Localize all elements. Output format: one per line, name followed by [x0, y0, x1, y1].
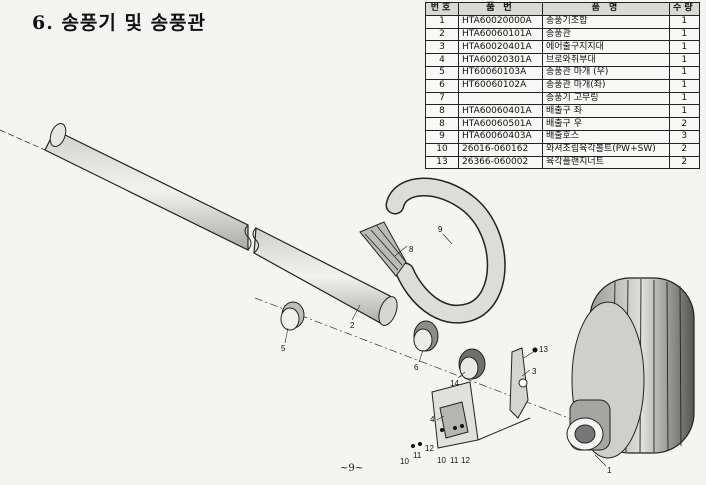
pipe-cap-right	[280, 301, 305, 331]
leader-lines	[284, 233, 607, 467]
callout-4: 4	[430, 415, 435, 424]
air-outlet-support	[509, 347, 529, 419]
callout-14: 14	[450, 379, 459, 388]
table-header-row: 번호 품 번 품 명 수량	[425, 2, 700, 16]
discharge-hose	[385, 177, 506, 324]
row-no: 13	[425, 155, 459, 170]
row-part: 26366-060002	[458, 155, 543, 170]
header-no: 번호	[425, 2, 459, 16]
callout-2: 2	[350, 321, 355, 330]
pipe-cap-left	[413, 320, 439, 352]
callout-11-right: 11	[450, 456, 459, 465]
blower-assembly	[566, 277, 695, 459]
callout-1: 1	[607, 466, 612, 475]
callout-12-right: 12	[461, 456, 470, 465]
blower-mount-bracket	[431, 381, 531, 449]
header-quantity: 수량	[669, 2, 700, 16]
callout-10-left: 10	[400, 457, 409, 466]
callout-13: 13	[539, 345, 548, 354]
callout-11-left: 11	[413, 451, 422, 460]
callout-10-right: 10	[437, 456, 446, 465]
bolts-and-nuts	[411, 347, 538, 448]
callout-3: 3	[532, 367, 537, 376]
row-qty: 2	[669, 155, 700, 170]
callout-8: 8	[409, 245, 414, 254]
discharge-outlet	[359, 221, 407, 277]
callout-6: 6	[414, 363, 419, 372]
row-name: 육각플랜지너트	[542, 155, 670, 170]
callout-9: 9	[438, 225, 443, 234]
duct-pipe	[0, 122, 398, 326]
header-part-number: 품 번	[458, 2, 543, 16]
blower-rubber-ring	[458, 348, 486, 380]
callout-12-left: 12	[425, 444, 434, 453]
header-part-name: 품 명	[542, 2, 670, 16]
page-title: 6. 송풍기 및 송풍관	[32, 12, 207, 34]
page-number: ~9~	[340, 463, 364, 474]
callout-5: 5	[281, 344, 286, 353]
center-line	[254, 297, 601, 431]
